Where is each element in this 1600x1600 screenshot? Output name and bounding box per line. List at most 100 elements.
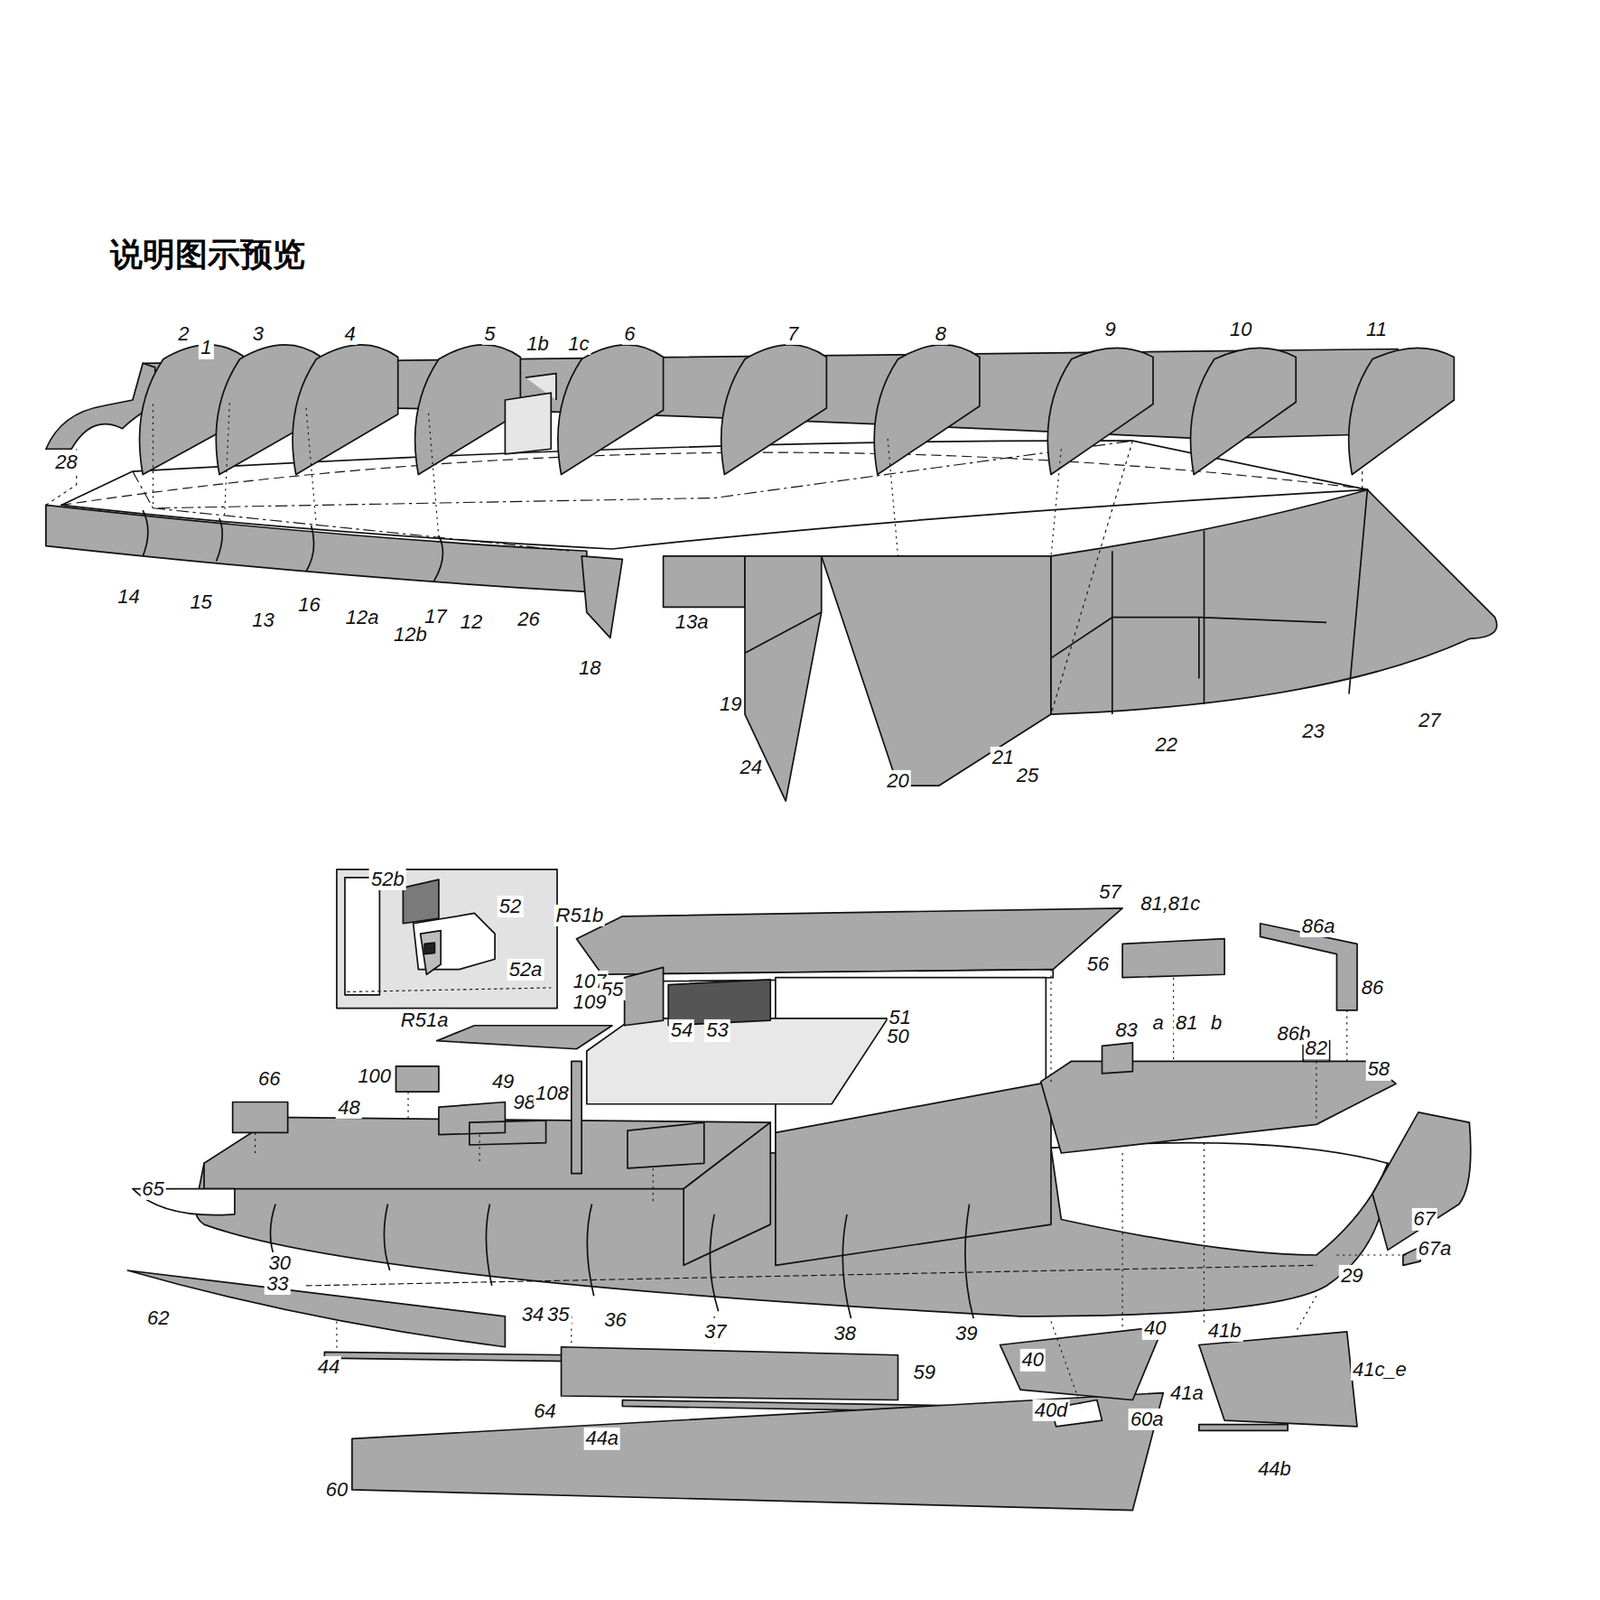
page-title: 说明图示预览 xyxy=(110,236,306,273)
callout-number: 54 xyxy=(669,1019,695,1042)
callout-number: 66 xyxy=(256,1067,282,1089)
callout-number: 44a xyxy=(583,1427,621,1450)
model-part xyxy=(306,1265,1317,1286)
callout-number: 17 xyxy=(422,604,448,627)
callout-number: 12 xyxy=(458,611,484,633)
callout-number: 83 xyxy=(1113,1019,1139,1042)
model-part xyxy=(586,1018,888,1105)
model-part xyxy=(437,1025,613,1050)
callout-number: 40 xyxy=(1019,1348,1045,1371)
callout-number: 59 xyxy=(911,1361,938,1384)
model-part xyxy=(153,402,1062,557)
callout-number: 60 xyxy=(324,1479,350,1501)
model-part xyxy=(424,942,435,954)
model-part xyxy=(744,612,822,653)
callout-number: 29 xyxy=(1339,1265,1365,1287)
model-part xyxy=(127,1270,505,1348)
callout-number: 44b xyxy=(1255,1458,1294,1480)
model-part xyxy=(352,1393,1163,1511)
model-part xyxy=(46,504,587,592)
callout-number: a xyxy=(1151,1012,1166,1034)
callout-number: 9 xyxy=(1102,318,1117,341)
model-part xyxy=(558,344,664,475)
callout-number: 1b xyxy=(524,333,550,355)
callout-number: 58 xyxy=(1366,1058,1392,1080)
callout-number: 108 xyxy=(533,1082,571,1105)
callout-number: 52 xyxy=(497,894,523,917)
callout-number: 34 xyxy=(520,1302,546,1325)
callout-number: 14 xyxy=(115,586,141,608)
model-part xyxy=(1348,347,1455,475)
model-part xyxy=(561,1347,899,1401)
callout-number: 56 xyxy=(1085,953,1111,976)
callout-number: 13a xyxy=(673,611,711,633)
callout-number: 65 xyxy=(139,1177,166,1200)
callout-number: 18 xyxy=(576,657,603,680)
callout-number: 20 xyxy=(884,769,911,791)
model-part xyxy=(1190,347,1297,475)
callout-number: 10 xyxy=(1227,318,1254,341)
callout-number: 28 xyxy=(53,451,79,474)
model-part xyxy=(1122,939,1225,978)
callout-number: 19 xyxy=(717,693,744,716)
model-part xyxy=(1000,1326,1164,1400)
model-part xyxy=(721,344,828,475)
callout-number: b xyxy=(1209,1012,1224,1034)
model-part xyxy=(1051,1143,1388,1256)
model-part xyxy=(663,556,745,608)
callout-number: 49 xyxy=(490,1070,516,1093)
callout-number: 82 xyxy=(1303,1037,1330,1060)
callout-number: 23 xyxy=(1300,720,1326,743)
callout-number: 26 xyxy=(515,608,541,631)
model-part xyxy=(269,1204,974,1320)
model-part xyxy=(1102,1041,1331,1074)
callout-number: 41a xyxy=(1168,1381,1206,1404)
model-part xyxy=(46,362,156,449)
callout-number: 8 xyxy=(933,322,949,345)
model-part xyxy=(336,1143,1409,1409)
callout-number: 41c_e xyxy=(1350,1358,1409,1381)
callout-number: 53 xyxy=(704,1019,730,1042)
callout-number: 100 xyxy=(355,1065,393,1088)
callout-number: 6 xyxy=(622,322,637,345)
model-part xyxy=(344,877,380,996)
callout-number: 22 xyxy=(1153,734,1179,756)
model-part xyxy=(46,428,1363,715)
callout-number: 27 xyxy=(1416,709,1442,732)
callout-number: 4 xyxy=(343,322,358,345)
callout-number: 11 xyxy=(1364,318,1389,341)
callout-number: 40 xyxy=(1142,1317,1168,1340)
model-part xyxy=(1051,617,1200,680)
callout-number: 15 xyxy=(187,591,214,614)
callout-number: 41b xyxy=(1206,1320,1244,1342)
callout-number: 37 xyxy=(702,1320,728,1343)
model-part xyxy=(292,344,399,475)
callout-number: 52b xyxy=(369,868,407,891)
callout-number: 2 xyxy=(176,322,191,345)
callout-number: 39 xyxy=(953,1322,979,1345)
callout-number: 30 xyxy=(266,1252,292,1275)
model-part xyxy=(775,1081,1052,1266)
model-part xyxy=(1047,347,1154,475)
callout-number: 81 xyxy=(1173,1012,1200,1034)
callout-number: 1 xyxy=(198,336,214,359)
callout-number: 60a xyxy=(1128,1408,1166,1431)
model-part xyxy=(581,556,623,638)
callout-number: 33 xyxy=(264,1273,290,1295)
model-part xyxy=(324,1351,571,1361)
callout-number: 64 xyxy=(531,1400,558,1423)
model-part xyxy=(336,869,558,1009)
model-part xyxy=(1372,1112,1471,1266)
model-part xyxy=(346,987,551,993)
model-part xyxy=(1199,1331,1358,1427)
callout-number: 35 xyxy=(545,1302,571,1325)
model-part xyxy=(61,452,1373,505)
callout-number: 86a xyxy=(1300,915,1338,938)
model-part xyxy=(874,344,980,475)
model-part xyxy=(142,510,443,582)
model-part xyxy=(504,373,557,455)
callout-number: 3 xyxy=(251,322,266,345)
callout-number: 5 xyxy=(482,322,497,345)
callout-number: 25 xyxy=(1014,764,1041,787)
